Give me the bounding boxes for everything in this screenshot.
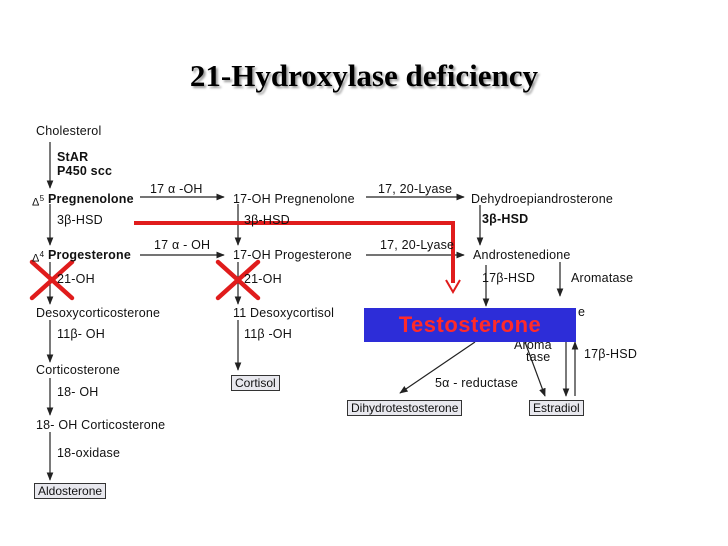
node-dhea: Dehydroepiandrosterone: [471, 192, 613, 206]
node-estrone-fragment: e: [578, 305, 586, 319]
enzyme-17bhsd-2: 17β-HSD: [584, 347, 638, 361]
enzyme-11boh-1: 11β- OH: [57, 327, 105, 341]
enzyme-5a-reductase: 5α - reductase: [435, 376, 518, 390]
enzyme-3bhsd-2: 3β-HSD: [244, 213, 290, 227]
node-progesterone: Progesterone: [48, 248, 131, 262]
enzyme-3bhsd-1: 3β-HSD: [57, 213, 103, 227]
node-aldosterone: Aldosterone: [34, 483, 107, 499]
node-corticosterone: Corticosterone: [36, 363, 121, 377]
node-estradiol: Estradiol: [529, 400, 584, 416]
arrow-testosterone-estradiol: [524, 341, 546, 397]
enzyme-11boh-2: 11β -OH: [244, 327, 292, 341]
diverted-flux-line: [134, 221, 455, 283]
enzyme-aromatase-2-suffix: tase: [526, 350, 551, 364]
node-17oh-pregnenolone: 17-OH Pregnenolone: [233, 192, 355, 206]
diverted-flux-arrowhead: [445, 279, 461, 294]
node-18oh-corticosterone: 18- OH Corticosterone: [36, 418, 166, 432]
node-androstenedione: Androstenedione: [473, 248, 571, 262]
block-cross-21oh-left-b: [29, 259, 75, 301]
node-cortisol: Cortisol: [231, 375, 280, 391]
page-title: 21-Hydroxylase deficiency: [189, 58, 539, 93]
enzyme-aromatase-1: Aromatase: [571, 271, 634, 285]
delta4-symbol: Δ4: [32, 250, 45, 265]
enzyme-21oh-2: 21-OH: [244, 272, 282, 286]
enzyme-star: StAR: [57, 150, 89, 164]
enzyme-p450scc: P450 scc: [57, 164, 113, 178]
enzyme-17aoh-1: 17 α -OH: [150, 182, 203, 196]
enzyme-3bhsd-3: 3β-HSD: [482, 212, 529, 226]
node-17oh-progesterone: 17-OH Progesterone: [233, 248, 352, 262]
enzyme-21oh-1: 21-OH: [57, 272, 95, 286]
node-desoxycorticosterone: Desoxycorticosterone: [36, 306, 161, 320]
node-11-desoxycortisol: 11 Desoxycortisol: [233, 306, 335, 320]
enzyme-17aoh-2: 17 α - OH: [154, 238, 211, 252]
enzyme-18-oxidase: 18-oxidase: [57, 446, 121, 460]
node-cholesterol: Cholesterol: [36, 124, 102, 138]
enzyme-lyase-1: 17, 20-Lyase: [378, 182, 453, 196]
delta5-symbol: Δ5: [32, 194, 45, 209]
block-cross-21oh-right-b: [215, 259, 261, 301]
enzyme-18oh: 18- OH: [57, 385, 99, 399]
testosterone-highlight-box: Testosterone: [364, 308, 576, 342]
node-dihydrotestosterone: Dihydrotestosterone: [347, 400, 463, 416]
enzyme-lyase-2: 17, 20-Lyase: [380, 238, 455, 252]
node-pregnenolone: Pregnenolone: [48, 192, 134, 206]
enzyme-17bhsd-1: 17β-HSD: [482, 271, 536, 285]
arrow-testosterone-dht: [399, 341, 476, 394]
